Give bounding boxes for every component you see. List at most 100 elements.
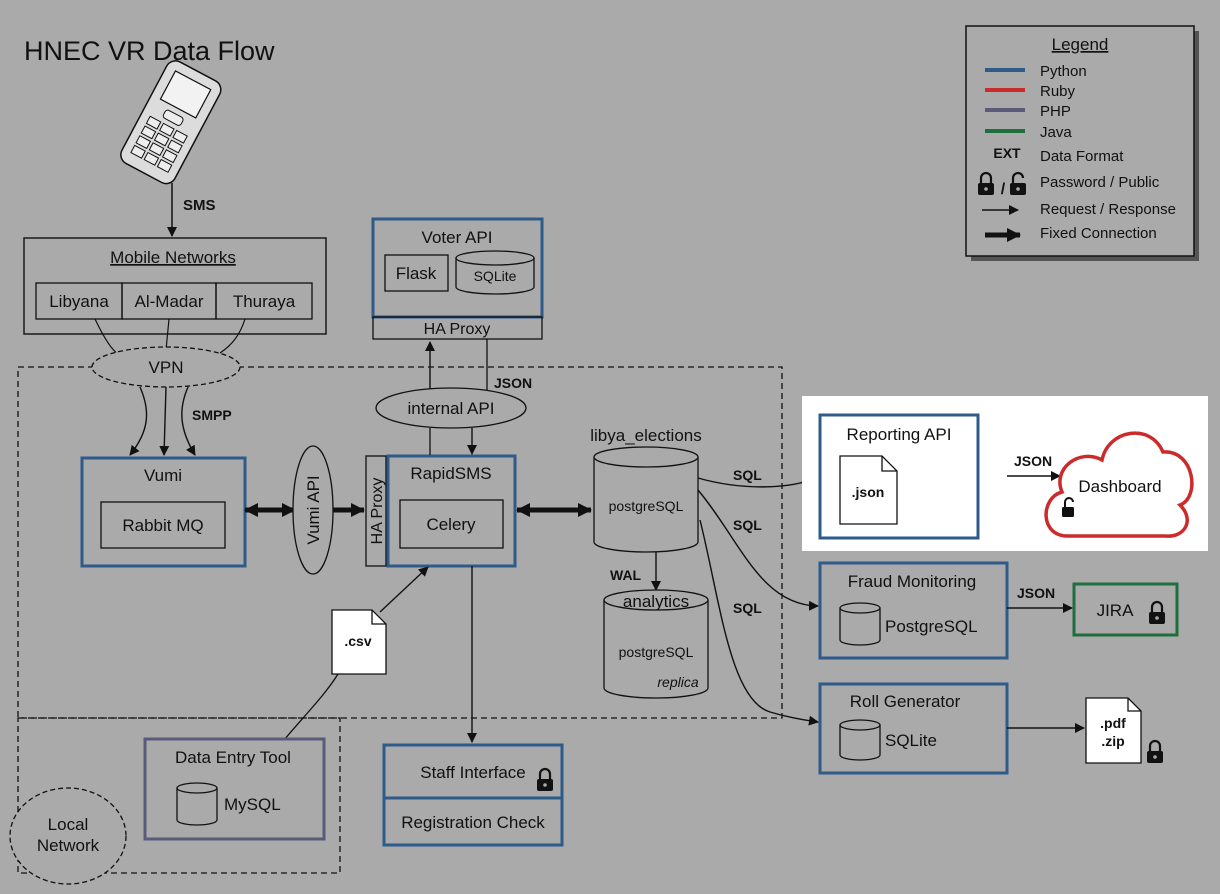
rabbitmq-box: [100, 501, 226, 549]
carrier-thuraya: Thuraya: [233, 292, 296, 311]
legend-python-label: Python: [1040, 63, 1087, 80]
vpn-link-libyana: [94, 318, 119, 355]
pdf-zip-file-icon: [1085, 697, 1142, 764]
fraud-monitoring-title: Fraud Monitoring: [848, 572, 977, 591]
vpn-ellipse: [91, 346, 241, 388]
dashboard-json-label: JSON: [1014, 453, 1052, 469]
rabbitmq-label: Rabbit MQ: [122, 516, 203, 535]
analytics-replica-label: replica: [657, 674, 698, 690]
carrier-thuraya-box: [215, 282, 313, 320]
libya-elections-label: libya_elections: [590, 426, 702, 445]
voter-json-label: JSON: [494, 375, 532, 391]
sms-label: SMS: [183, 197, 216, 214]
ha-proxy-rapidsms-box: [365, 455, 387, 567]
ha-proxy-rapidsms-label: HA Proxy: [369, 478, 386, 545]
csv-file-icon: [331, 609, 387, 675]
celery-box: [399, 499, 504, 549]
legend-ext-symbol: EXT: [993, 145, 1021, 161]
registration-check-label: Registration Check: [401, 813, 545, 832]
internal-api-label: internal API: [408, 399, 495, 418]
voter-ha-proxy-box: [372, 316, 543, 340]
pdf-file-label: .pdf: [1100, 715, 1126, 731]
smpp-label: SMPP: [192, 407, 232, 423]
rapidsms-title: RapidSMS: [410, 464, 491, 483]
legend-request-label: Request / Response: [1040, 201, 1176, 218]
sql-label-reporting: SQL: [733, 467, 762, 483]
fraud-db-cylinder-icon: [839, 602, 881, 646]
sql-label-fraud: SQL: [733, 517, 762, 533]
files-lock-icon: [1147, 739, 1163, 763]
public-lock-icon: [1062, 497, 1074, 517]
vumi-api-label: Vumi API: [304, 475, 323, 544]
jira-label: JIRA: [1097, 601, 1135, 620]
analytics-label: analytics: [623, 592, 689, 611]
flask-label: Flask: [396, 264, 437, 283]
vpn-label: VPN: [149, 358, 184, 377]
voter-ha-proxy-label: HA Proxy: [424, 321, 491, 338]
fraud-db-label: PostgreSQL: [885, 617, 978, 636]
voter-api-title: Voter API: [422, 228, 493, 247]
data-entry-tool-box: [143, 737, 326, 841]
sql-label-roll: SQL: [733, 600, 762, 616]
staff-interface-box: [382, 743, 564, 847]
vpn-link-thuraya: [219, 318, 246, 354]
legend-lock-slash: /: [1001, 181, 1006, 198]
staff-lock-icon: [537, 767, 553, 791]
legend-public-lock-icon: [1010, 171, 1026, 195]
zip-file-label: .zip: [1101, 733, 1124, 749]
csv-file-label: .csv: [344, 633, 371, 649]
vpn-link-almadar: [165, 318, 170, 351]
vumi-title: Vumi: [144, 466, 182, 485]
local-network-line2: Network: [37, 836, 100, 855]
legend-box: [965, 25, 1195, 257]
legend-lock-label: Password / Public: [1040, 174, 1160, 191]
mobile-networks-box: [23, 237, 327, 335]
legend-fixed-label: Fixed Connection: [1040, 225, 1157, 242]
jira-lock-icon: [1149, 600, 1165, 624]
roll-db-label: SQLite: [885, 731, 937, 750]
legend-heading: Legend: [1052, 35, 1109, 54]
json-file-label: .json: [852, 484, 885, 500]
legend-ruby-label: Ruby: [1040, 83, 1076, 100]
reporting-api-title: Reporting API: [847, 425, 952, 444]
analytics-db-label: postgreSQL: [619, 644, 694, 660]
flask-box: [384, 254, 449, 292]
celery-label: Celery: [426, 515, 476, 534]
diagram-title: HNEC VR Data Flow: [24, 36, 275, 66]
server-network-boundary: [17, 366, 783, 719]
reporting-api-box: [818, 413, 980, 540]
roll-generator-title: Roll Generator: [850, 692, 961, 711]
data-entry-tool-title: Data Entry Tool: [175, 748, 291, 767]
jira-json-label: JSON: [1017, 585, 1055, 601]
mysql-label: MySQL: [224, 795, 281, 814]
rapidsms-box: [386, 454, 517, 568]
jira-box: [1072, 582, 1179, 637]
dataentry-to-csv-line: [283, 673, 339, 741]
libya-elections-cylinder-icon: [593, 446, 699, 553]
dashboard-cloud-icon: [1044, 431, 1194, 538]
analytics-cylinder-icon: [603, 589, 709, 699]
internal-api-ellipse: [375, 387, 527, 429]
mobile-phone-icon: [120, 60, 222, 185]
roll-db-cylinder-icon: [839, 719, 881, 761]
carrier-libyana: Libyana: [49, 292, 109, 311]
legend-php-label: PHP: [1040, 103, 1071, 120]
mobile-networks-title: Mobile Networks: [110, 248, 236, 267]
sql-to-fraud-arrow: [697, 489, 819, 611]
legend-password-lock-icon: [978, 171, 994, 195]
voter-sqlite-cylinder-icon: [455, 250, 535, 295]
legend-ext-label: Data Format: [1040, 148, 1124, 165]
json-file-icon: [839, 455, 898, 525]
libya-elections-db-label: postgreSQL: [609, 498, 684, 514]
wal-label: WAL: [610, 567, 642, 583]
legend-java-label: Java: [1040, 124, 1072, 141]
local-network-line1: Local: [48, 815, 89, 834]
voter-sqlite-label: SQLite: [474, 268, 517, 284]
vpn-to-vumi-arrow-1: [129, 386, 148, 456]
vpn-to-vumi-arrow-2: [159, 386, 170, 456]
mysql-cylinder-icon: [176, 782, 218, 826]
local-network-ellipse: [9, 787, 127, 885]
fraud-monitoring-box: [818, 561, 1009, 660]
vpn-to-vumi-arrow-3: [181, 386, 196, 456]
